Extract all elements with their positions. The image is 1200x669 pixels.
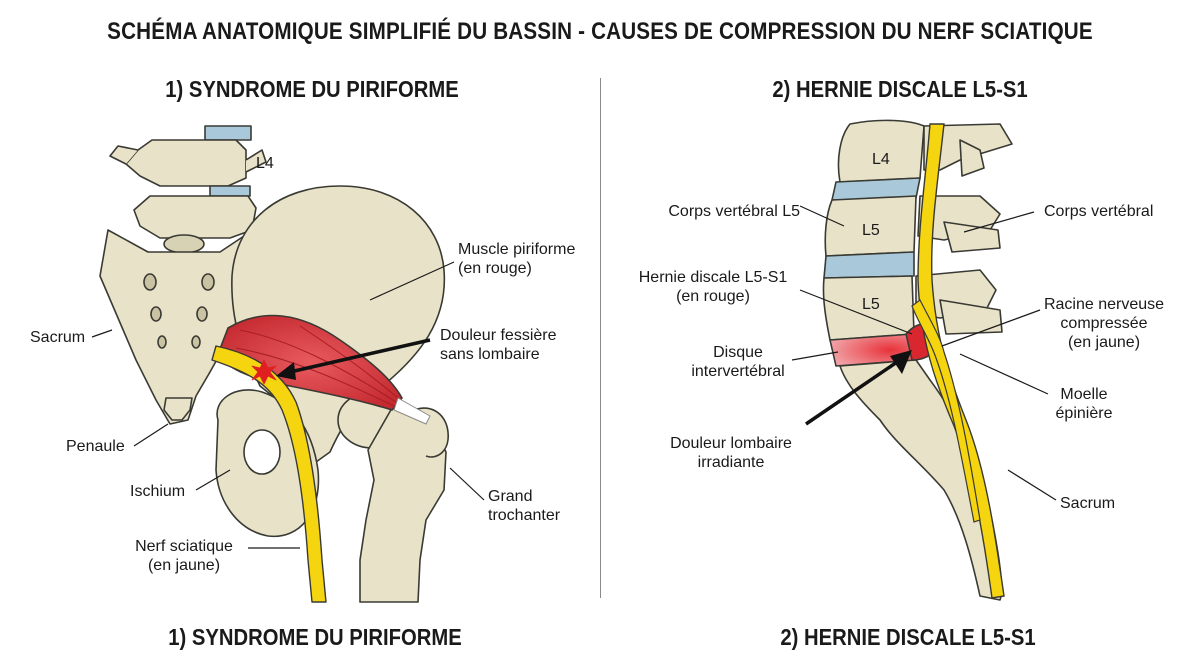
label-nerf-sciatique: Nerf sciatique (en jaune)	[120, 537, 248, 575]
left-pelvis-diagram	[99, 125, 449, 603]
label-grand-trochanter-line1: Grand	[488, 488, 533, 505]
label-corps-vertebral-l5: Corps vertébral L5	[668, 203, 800, 220]
left-panel-title-top: 1) SYNDROME DU PIRIFORME	[165, 76, 459, 102]
left-panel-title-bottom: 1) SYNDROME DU PIRIFORME	[168, 624, 462, 650]
main-title: SCHÉMA ANATOMIQUE SIMPLIFIÉ DU BASSIN - …	[107, 18, 1093, 45]
left-leader-lines	[91, 261, 485, 549]
label-hernie-discale-line1: Hernie discale L5-S1	[638, 269, 788, 286]
label-l4-right: L4	[872, 151, 890, 168]
label-nerf-sciatique-line1: Nerf sciatique	[135, 538, 233, 555]
label-douleur-lombaire-line1: Douleur lombaire	[670, 435, 792, 452]
right-panel-title-top: 2) HERNIE DISCALE L5-S1	[772, 76, 1028, 102]
douleur-lombaire-arrow	[805, 358, 901, 426]
label-hernie-discale: Hernie discale L5-S1 (en rouge)	[628, 268, 798, 306]
douleur-lombaire-arrowhead	[890, 350, 912, 374]
right-panel-title-bottom: 2) HERNIE DISCALE L5-S1	[780, 624, 1036, 650]
label-muscle-piriforme: Muscle piriforme (en rouge)	[458, 240, 575, 278]
piriformis-muscle	[217, 314, 431, 425]
label-l4-left: L4	[256, 155, 274, 172]
label-douleur-fessiere: Douleur fessière sans lombaire	[440, 326, 557, 364]
pain-point-icon	[251, 359, 277, 385]
label-moelle-line2: épinière	[1055, 405, 1113, 422]
douleur-fessiere-arrowhead	[276, 362, 296, 380]
lumbar-vertebrae	[109, 125, 267, 254]
panel-divider	[600, 78, 601, 598]
douleur-fessiere-arrow	[289, 338, 431, 374]
femur-bone	[337, 391, 449, 603]
label-moelle-line1: Moelle	[1060, 386, 1108, 403]
label-douleur-lombaire-line2: irradiante	[697, 454, 765, 471]
label-racine-nerveuse-line3: (en jaune)	[1067, 334, 1141, 351]
label-racine-nerveuse: Racine nerveuse compressée (en jaune)	[1040, 295, 1168, 352]
spinal-cord	[917, 123, 1005, 599]
label-racine-nerveuse-line1: Racine nerveuse	[1043, 296, 1165, 313]
label-l5-upper: L5	[862, 222, 880, 239]
label-disque-line1: Disque	[713, 344, 763, 361]
compressed-nerve-root	[911, 299, 981, 523]
label-grand-trochanter: Grand trochanter	[488, 487, 560, 525]
label-racine-nerveuse-line2: compressée	[1060, 315, 1148, 332]
right-leader-lines	[791, 205, 1057, 501]
label-disque-intervertebral: Disque intervertébral	[680, 343, 796, 381]
label-muscle-piriforme-line2: (en rouge)	[458, 260, 532, 277]
label-disque-line2: intervertébral	[691, 363, 785, 380]
label-douleur-lombaire: Douleur lombaire irradiante	[656, 434, 806, 472]
label-moelle-epiniere: Moelle épinière	[1046, 385, 1122, 423]
label-sacrum-left: Sacrum	[30, 329, 86, 346]
label-grand-trochanter-line2: trochanter	[488, 507, 561, 524]
label-muscle-piriforme-line1: Muscle piriforme	[458, 241, 576, 258]
label-ischium: Ischium	[130, 483, 186, 500]
sacrum-bone	[99, 229, 259, 425]
right-spine-diagram	[822, 119, 1013, 601]
label-corps-vertebral: Corps vertébral	[1044, 203, 1154, 220]
label-l5-lower: L5	[862, 296, 880, 313]
label-douleur-fessiere-line2: sans lombaire	[440, 346, 540, 363]
label-sacrum-right: Sacrum	[1060, 495, 1116, 512]
sciatic-nerve	[211, 345, 327, 603]
label-douleur-fessiere-line1: Douleur fessière	[440, 327, 557, 344]
label-hernie-discale-line2: (en rouge)	[676, 288, 750, 305]
label-penaule: Penaule	[66, 438, 125, 455]
label-nerf-sciatique-line2: (en jaune)	[147, 557, 221, 574]
